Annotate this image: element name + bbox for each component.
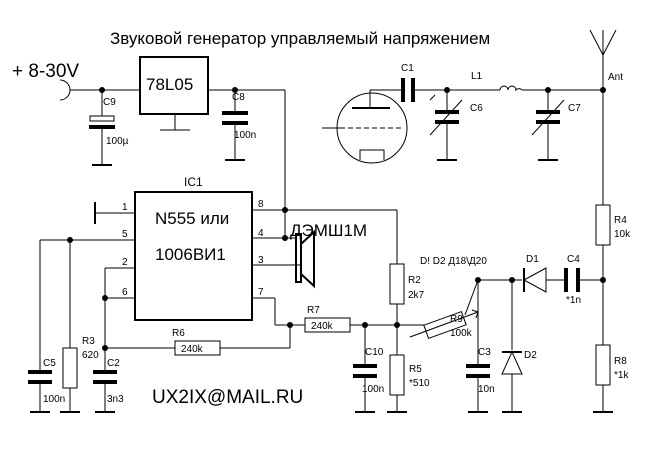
svg-text:3: 3: [258, 255, 264, 266]
svg-text:100k: 100k: [450, 328, 473, 339]
capacitor-c4: C4 *1n: [564, 254, 606, 306]
diode-d1: D1: [522, 254, 566, 293]
vacuum-tube: [322, 90, 408, 164]
capacitor-c6: C6: [429, 90, 483, 161]
svg-text:R8: R8: [614, 356, 627, 367]
svg-text:10n: 10n: [478, 384, 495, 395]
svg-text:D2: D2: [524, 350, 537, 361]
svg-text:C8: C8: [232, 92, 245, 103]
capacitor-c2: C2 3n3: [93, 358, 124, 413]
svg-text:R5: R5: [409, 364, 422, 375]
svg-text:C7: C7: [568, 103, 581, 114]
svg-text:R9: R9: [450, 314, 463, 325]
svg-text:C10: C10: [365, 347, 384, 358]
svg-text:1: 1: [122, 202, 128, 213]
svg-text:*510: *510: [409, 378, 430, 389]
svg-text:R3: R3: [82, 336, 95, 347]
speaker-demsh1m: ДЭМШ1М: [285, 221, 367, 289]
inductor-l1: L1: [471, 71, 523, 92]
svg-text:240k: 240k: [311, 321, 334, 332]
svg-text:2k7: 2k7: [408, 290, 425, 301]
svg-text:3n3: 3n3: [107, 394, 124, 405]
svg-text:5: 5: [122, 229, 128, 240]
vcc-rail: [282, 207, 398, 264]
svg-text:7: 7: [258, 287, 264, 298]
svg-text:C6: C6: [470, 103, 483, 114]
svg-text:4: 4: [258, 228, 264, 239]
svg-text:R7: R7: [307, 305, 320, 316]
rf-rail: [370, 87, 603, 93]
regulator-78l05: 78L05: [139, 56, 286, 210]
svg-text:R4: R4: [614, 215, 627, 226]
potentiometer-r9: R9 100k: [409, 279, 479, 340]
antenna-label: Ant: [608, 72, 623, 83]
svg-text:*1k: *1k: [614, 370, 629, 381]
capacitor-c9: C9 100µ: [89, 90, 129, 166]
diode-note: D! D2 Д18\Д20: [420, 256, 487, 267]
svg-text:100µ: 100µ: [106, 136, 129, 147]
svg-text:N555 или: N555 или: [155, 209, 229, 228]
svg-text:C3: C3: [478, 347, 491, 358]
svg-text:2: 2: [122, 257, 128, 268]
resistor-r2: R2 2k7: [389, 263, 425, 325]
capacitor-c3: C3 10n: [466, 347, 495, 413]
svg-text:C1: C1: [401, 63, 414, 74]
svg-text:240k: 240k: [181, 344, 204, 355]
capacitor-c5: C5 100n: [28, 358, 65, 413]
svg-text:100n: 100n: [234, 130, 256, 141]
ic1-timer: IC1 N555 или 1006ВИ1 1 2 4 5 6 3 7 8: [40, 175, 300, 321]
svg-text:10k: 10k: [614, 229, 631, 240]
svg-text:D1: D1: [526, 254, 539, 265]
resistor-r3: R3 620: [60, 336, 99, 413]
diagram-title: Звуковой генератор управляемый напряжени…: [110, 29, 490, 48]
resistor-r7: R7 240k: [274, 298, 425, 333]
diode-d2: D2: [501, 350, 537, 413]
capacitor-c1: C1: [401, 63, 415, 102]
capacitor-c10: C10 100n: [353, 325, 384, 413]
detector-rail: D! D2 Д18\Д20: [420, 256, 522, 366]
antenna: Ant: [589, 29, 623, 93]
svg-text:L1: L1: [471, 71, 483, 82]
svg-text:C5: C5: [43, 358, 56, 369]
svg-text:C4: C4: [567, 254, 580, 265]
svg-text:100n: 100n: [43, 394, 65, 405]
supply-label: + 8-30V: [12, 61, 79, 82]
resistor-r4: R4 10k: [595, 90, 631, 345]
resistor-r5: R5 *510: [387, 325, 430, 413]
svg-text:IC1: IC1: [184, 175, 203, 189]
resistor-r6: R6 240k: [172, 325, 291, 356]
svg-text:R6: R6: [172, 328, 185, 339]
left-section: [39, 237, 175, 372]
author-email: UX2IX@MAIL.RU: [152, 387, 303, 408]
svg-text:C2: C2: [107, 358, 120, 369]
svg-text:R2: R2: [408, 275, 421, 286]
supply-input: + 8-30V: [12, 61, 140, 101]
svg-text:C9: C9: [103, 97, 116, 108]
svg-text:620: 620: [82, 350, 99, 361]
svg-text:6: 6: [122, 287, 128, 298]
svg-text:1006ВИ1: 1006ВИ1: [155, 245, 226, 264]
capacitor-c8: C8 100n: [222, 90, 256, 161]
svg-text:100n: 100n: [362, 384, 384, 395]
capacitor-c7: C7: [531, 90, 581, 161]
svg-text:8: 8: [258, 199, 264, 210]
svg-text:*1n: *1n: [566, 295, 581, 306]
svg-text:78L05: 78L05: [146, 75, 193, 94]
resistor-r8: R8 *1k: [593, 344, 629, 413]
